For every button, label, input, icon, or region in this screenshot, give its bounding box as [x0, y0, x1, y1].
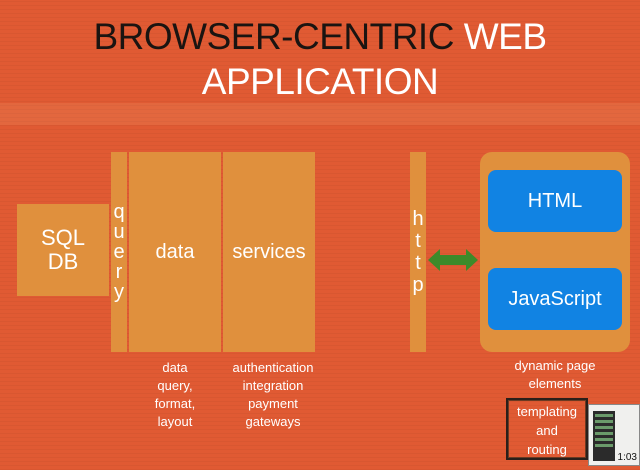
caption-line: payment — [248, 396, 298, 411]
sql-label: SQL — [40, 225, 86, 250]
caption-line: and — [536, 423, 558, 438]
caption-line: gateways — [245, 414, 301, 429]
javascript-box: JavaScript — [488, 268, 622, 330]
title-line2: APPLICATION — [201, 61, 439, 102]
html-box: HTML — [488, 170, 622, 232]
double-arrow-icon — [428, 249, 478, 271]
video-screen — [593, 411, 615, 461]
client-caption: dynamic page elements — [500, 357, 610, 393]
video-thumbnail[interactable]: 1:03 — [588, 404, 640, 466]
caption-line: layout — [157, 414, 193, 429]
query-letter: e — [113, 241, 125, 263]
query-letter: y — [114, 281, 124, 303]
http-bar: h t t p — [410, 152, 426, 352]
title-dark-part: BROWSER-CENTRIC — [93, 16, 454, 57]
http-letter: h — [412, 208, 424, 230]
caption-line: templating — [517, 404, 577, 419]
caption-line: authentication — [232, 360, 314, 375]
data-caption: data query, format, layout — [129, 359, 221, 431]
services-box: services — [223, 152, 315, 352]
query-letter: u — [113, 221, 125, 243]
http-letter: t — [415, 252, 421, 274]
video-timestamp: 1:03 — [617, 452, 637, 463]
caption-line: data — [162, 360, 188, 375]
services-label: services — [232, 240, 306, 263]
query-letter: q — [113, 201, 125, 223]
db-label: DB — [47, 249, 79, 274]
slide-title: BROWSER-CENTRIC WEB APPLICATION — [0, 14, 640, 104]
caption-line: format, — [154, 396, 196, 411]
http-letter: t — [415, 230, 421, 252]
caption-line: routing — [527, 442, 567, 457]
http-letter: p — [412, 274, 424, 296]
caption-line: elements — [528, 376, 582, 391]
query-letter: r — [115, 261, 123, 283]
caption-line: integration — [242, 378, 304, 393]
data-box: data — [129, 152, 221, 352]
javascript-label: JavaScript — [508, 287, 602, 310]
title-underline-band — [0, 103, 640, 125]
html-label: HTML — [527, 189, 583, 212]
sql-db-box: SQL DB — [17, 204, 109, 296]
caption-line: query, — [157, 378, 193, 393]
title-white-part: WEB — [453, 16, 547, 57]
query-bar: q u e r y — [111, 152, 127, 352]
templating-box: templating and routing — [506, 398, 588, 460]
data-label: data — [155, 240, 195, 263]
caption-line: dynamic page — [514, 358, 596, 373]
services-caption: authentication integration payment gatew… — [223, 359, 323, 431]
